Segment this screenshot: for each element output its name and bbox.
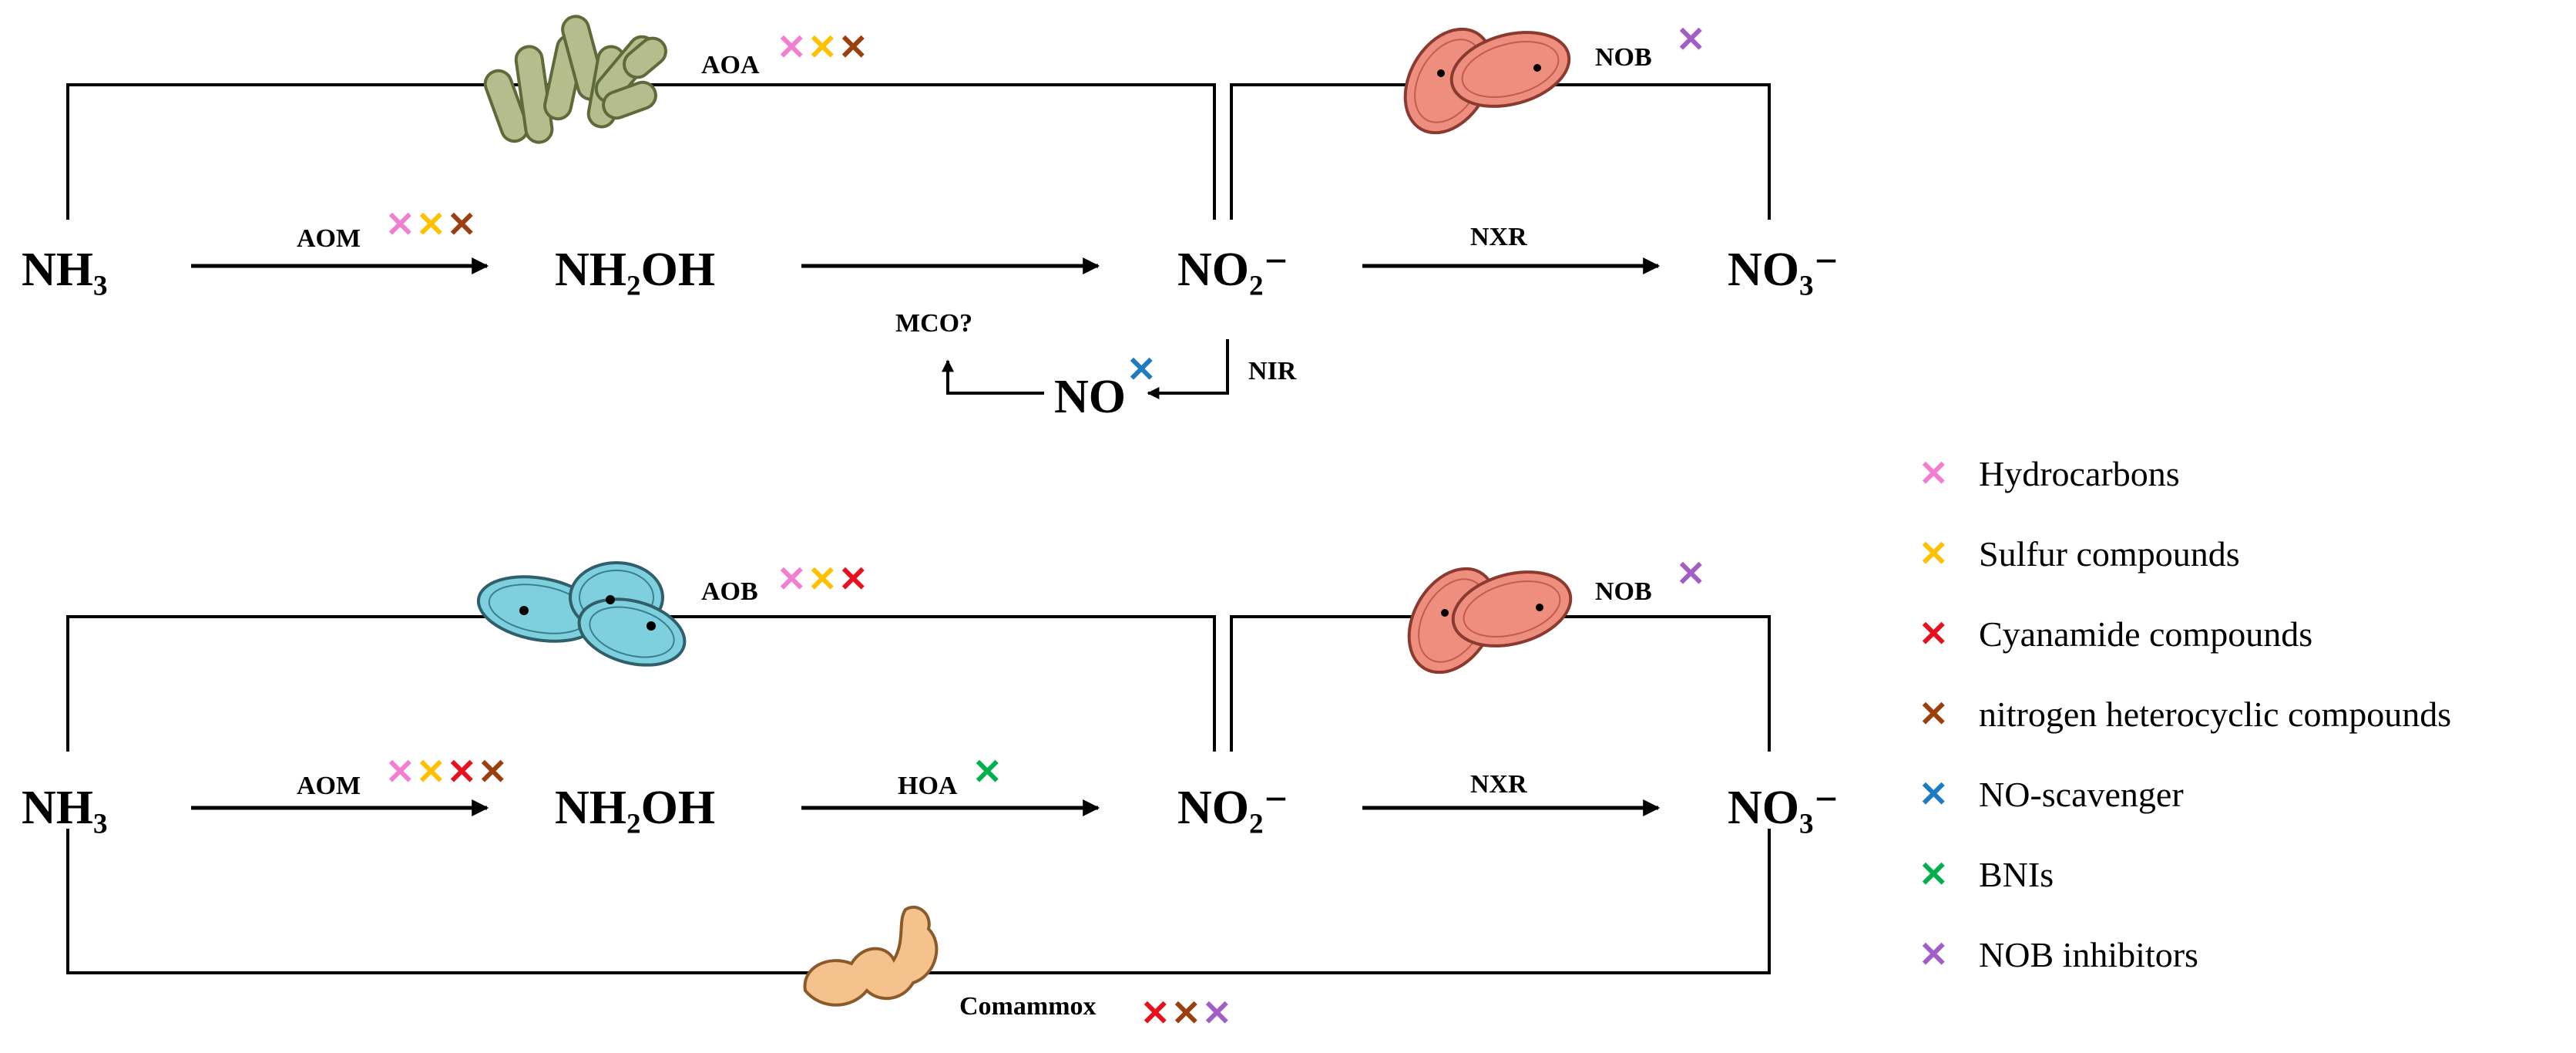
legend-cross-icon: ✕ [1919,855,1949,894]
mco-label: MCO? [895,309,972,338]
heterocyclic-cross-icon: ✕ [447,205,477,244]
sulfur-cross-icon: ✕ [808,560,838,599]
legend-cross-icon: ✕ [1919,775,1949,814]
aoa-cell-icon [483,15,667,144]
hydrocarbons-cross-icon: ✕ [385,752,415,792]
legend-item: ✕ Sulfur compounds [1919,534,2240,574]
aoa-inhibitors: ✕ ✕ ✕ [777,28,868,67]
bottom-nh3: NH₃ [22,782,108,834]
hydrocarbons-cross-icon: ✕ [385,205,415,244]
bottom-aom-label: AOM [297,772,361,800]
mco-arrow [942,359,1044,395]
legend-label: NOB inhibitors [1979,935,2198,974]
aob-label: AOB [701,577,758,606]
heterocyclic-cross-icon: ✕ [478,752,508,792]
legend-label: Hydrocarbons [1979,454,2180,493]
comammox-label: Comammox [959,992,1097,1021]
top-nob-label: NOB [1595,43,1652,72]
legend: ✕ Hydrocarbons ✕ Sulfur compounds ✕ Cyanamide… [1919,454,2451,974]
no-scavenger-cross-icon: ✕ [1127,350,1157,389]
aob-cell-icon [476,561,687,667]
bottom-pathway: NH₃ NH₂OH NO₂⁻ NO₃⁻ AOM HOA NXR AOB NOB … [22,554,1839,1033]
legend-cross-icon: ✕ [1919,614,1949,654]
sulfur-cross-icon: ✕ [808,28,838,67]
top-aom-inhibitors: ✕ ✕ ✕ [385,205,477,244]
top-nh2oh: NH₂OH [555,244,715,296]
bottom-no2: NO₂⁻ [1177,782,1288,834]
legend-label: nitrogen heterocyclic compounds [1979,695,2451,734]
legend-item: ✕ Cyanamide compounds [1919,614,2312,654]
comammox-cell-icon [803,905,939,1007]
legend-item: ✕ nitrogen heterocyclic compounds [1919,695,2451,734]
cyanamide-cross-icon: ✕ [1140,994,1170,1033]
top-nob-inhibitor-cross-icon: ✕ [1676,20,1706,59]
bottom-nob-label: NOB [1595,577,1652,606]
legend-label: NO-scavenger [1979,775,2184,814]
hydrocarbons-cross-icon: ✕ [777,560,807,599]
bni-cross-icon: ✕ [972,752,1003,792]
bottom-no3: NO₃⁻ [1728,782,1839,834]
bottom-nob-inhibitor-cross-icon: ✕ [1676,554,1706,594]
bottom-nh2oh: NH₂OH [555,782,715,834]
hydrocarbons-cross-icon: ✕ [777,28,807,67]
legend-cross-icon: ✕ [1919,695,1949,734]
bottom-aom-inhibitors: ✕ ✕ ✕ ✕ [385,752,508,792]
heterocyclic-cross-icon: ✕ [1171,994,1201,1033]
heterocyclic-cross-icon: ✕ [838,28,868,67]
aob-inhibitors: ✕ ✕ ✕ [777,560,868,599]
legend-cross-icon: ✕ [1919,454,1949,493]
sulfur-cross-icon: ✕ [416,752,446,792]
top-no: NO [1054,371,1126,423]
comammox-inhibitors: ✕ ✕ ✕ [1140,994,1232,1033]
cyanamide-cross-icon: ✕ [838,560,868,599]
nob-inhibitor-cross-icon: ✕ [1202,994,1232,1033]
legend-cross-icon: ✕ [1919,935,1949,974]
legend-label: BNIs [1979,855,2054,894]
bottom-nxr-label: NXR [1470,770,1527,799]
legend-cross-icon: ✕ [1919,534,1949,574]
legend-item: ✕ NOB inhibitors [1919,935,2198,974]
top-nxr-label: NXR [1470,223,1527,251]
hoa-label: HOA [898,772,958,800]
legend-label: Cyanamide compounds [1979,614,2312,654]
legend-label: Sulfur compounds [1979,534,2240,574]
top-no2: NO₂⁻ [1177,244,1288,296]
cyanamide-cross-icon: ✕ [447,752,477,792]
nir-label: NIR [1248,357,1297,385]
top-nob-cell-icon [1403,27,1571,135]
nir-arrow [1147,339,1229,399]
aoa-label: AOA [701,51,760,79]
top-pathway: NH₃ NH₂OH NO₂⁻ NO₃⁻ NO AOM NXR NIR MCO? … [22,15,1839,423]
top-aom-label: AOM [297,224,361,253]
top-nh3: NH₃ [22,244,108,296]
bottom-nob-cell-icon [1407,567,1573,675]
legend-item: ✕ Hydrocarbons [1919,454,2180,493]
legend-item: ✕ NO-scavenger [1919,775,2184,814]
top-no3: NO₃⁻ [1728,244,1839,296]
sulfur-cross-icon: ✕ [416,205,446,244]
legend-item: ✕ BNIs [1919,855,2054,894]
